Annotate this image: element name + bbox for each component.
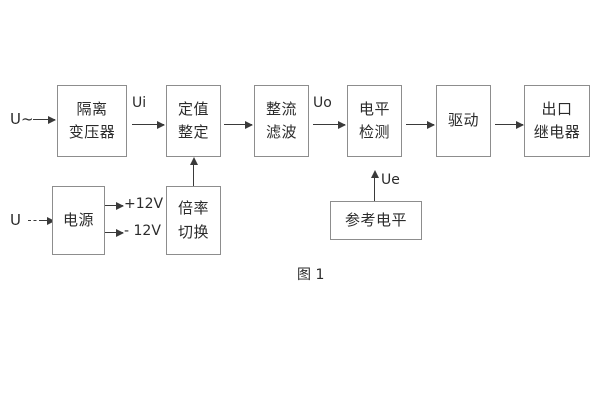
block-level-detection: 电平 检测 — [347, 85, 402, 157]
arrow-drive-to-output-relay — [495, 120, 524, 129]
arrow-input-dc-to-power-supply — [42, 216, 55, 225]
block-drive: 驱动 — [436, 85, 491, 157]
block-isolation-transformer-line-2: 变压器 — [68, 123, 116, 141]
block-rectify-filter: 整流 滤波 — [254, 85, 309, 157]
rail-positive-label: +12V — [124, 196, 164, 212]
arrow-level-detection-to-drive — [406, 120, 435, 129]
arrow-rail-negative — [105, 228, 124, 237]
block-output-relay: 出口 继电器 — [524, 85, 590, 157]
input-dc-label: U — [10, 211, 21, 229]
block-drive-line-1: 驱动 — [447, 111, 479, 130]
arrow-rectify-filter-to-level-detection — [313, 120, 346, 129]
block-reference-level: 参考电平 — [330, 201, 422, 240]
block-level-detection-line-1: 电平 — [358, 99, 390, 118]
input-ac-label: U~ — [10, 110, 34, 128]
block-ratio-switching-line-2: 切换 — [177, 222, 209, 241]
block-power-supply-line-1: 电源 — [62, 210, 94, 229]
block-isolation-transformer: 隔离 变压器 — [57, 85, 127, 157]
dashed-segment-input-dc — [28, 220, 42, 221]
block-isolation-transformer-line-1: 隔离 — [76, 99, 108, 118]
block-setpoint-setting-line-2: 整定 — [177, 123, 209, 141]
block-rectify-filter-line-1: 整流 — [265, 99, 297, 118]
arrow-isolation-transformer-to-setpoint — [132, 120, 165, 129]
block-setpoint-setting: 定值 整定 — [166, 85, 221, 157]
arrow-reference-level-to-level-detection — [370, 170, 379, 201]
figure-caption: 图 1 — [297, 267, 325, 283]
block-output-relay-line-1: 出口 — [541, 99, 573, 118]
signal-ui-label: Ui — [132, 95, 147, 111]
block-level-detection-line-2: 检测 — [358, 123, 390, 141]
arrow-ratio-switching-to-setpoint — [189, 157, 198, 186]
signal-ue-label: Ue — [381, 172, 400, 188]
block-reference-level-line-1: 参考电平 — [344, 210, 407, 229]
arrow-rail-positive — [105, 201, 124, 210]
block-output-relay-line-2: 继电器 — [533, 123, 581, 141]
rail-negative-label: - 12V — [124, 223, 161, 239]
block-rectify-filter-line-2: 滤波 — [265, 123, 297, 141]
arrow-setpoint-to-rectify-filter — [224, 120, 253, 129]
signal-uo-label: Uo — [313, 95, 332, 111]
arrow-input-ac-to-isolation-transformer — [33, 115, 56, 124]
block-ratio-switching: 倍率 切换 — [166, 186, 221, 255]
block-ratio-switching-line-1: 倍率 — [177, 199, 209, 218]
block-power-supply: 电源 — [52, 186, 105, 255]
block-setpoint-setting-line-1: 定值 — [177, 99, 209, 118]
